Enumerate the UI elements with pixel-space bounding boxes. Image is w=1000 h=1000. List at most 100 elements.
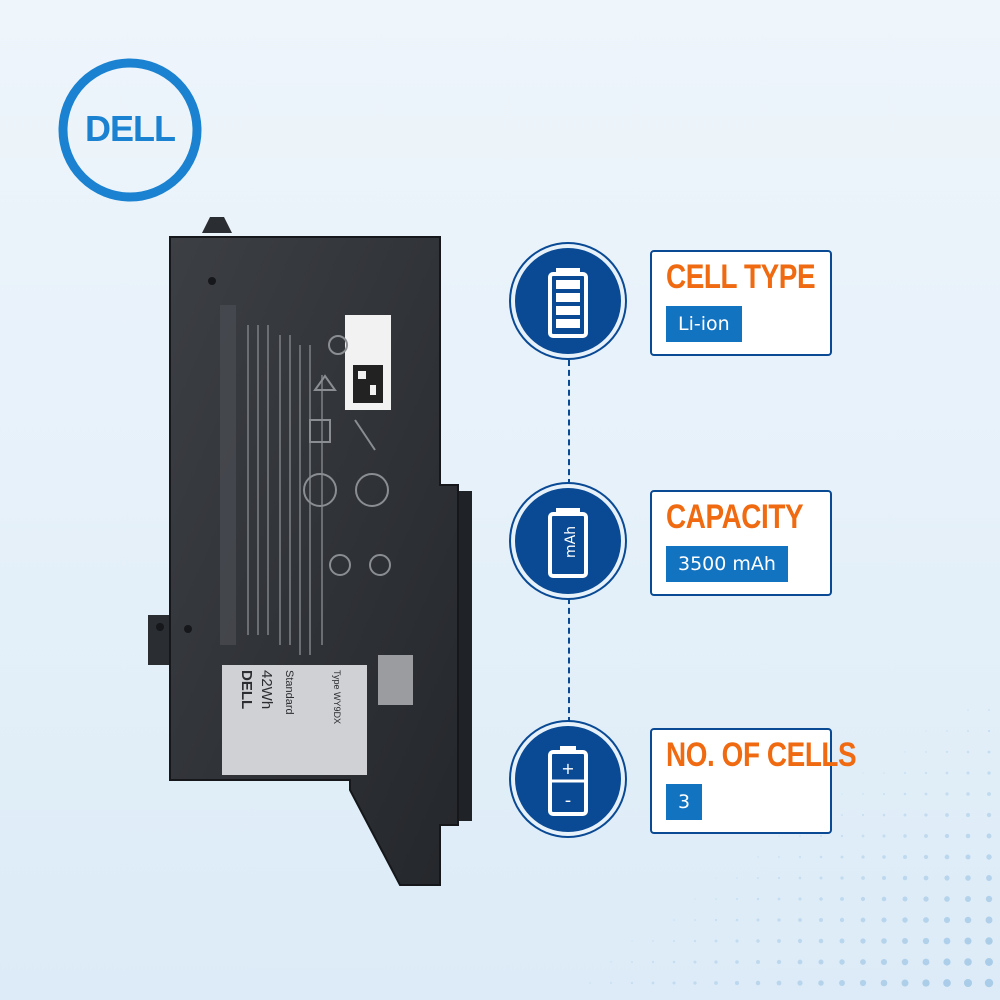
decor-dot bbox=[945, 771, 949, 775]
decor-dot bbox=[924, 813, 928, 817]
decor-dot bbox=[820, 835, 822, 837]
decor-dot bbox=[777, 939, 781, 943]
decor-dot bbox=[922, 958, 930, 966]
decor-dot bbox=[880, 958, 888, 966]
decor-dot bbox=[903, 792, 907, 796]
decor-dot bbox=[924, 834, 928, 838]
decor-dot bbox=[943, 916, 951, 924]
decor-dot bbox=[778, 835, 780, 837]
decor-dot bbox=[841, 793, 843, 795]
battery-label-type: Type WY9DX bbox=[332, 670, 342, 724]
decor-dot bbox=[923, 917, 929, 923]
svg-text:+: + bbox=[561, 759, 574, 778]
cell-type-value: Li-ion bbox=[666, 306, 742, 342]
decor-dot bbox=[985, 937, 993, 945]
decor-dot bbox=[882, 792, 886, 796]
decor-dot bbox=[944, 875, 950, 881]
decor-dot bbox=[714, 918, 718, 922]
decor-dot bbox=[862, 772, 864, 774]
decor-dot bbox=[673, 940, 675, 942]
decor-dot bbox=[882, 834, 886, 838]
capacity-icon-badge: mAh bbox=[515, 488, 621, 594]
decor-dot bbox=[778, 856, 780, 858]
decor-dot bbox=[882, 813, 886, 817]
decor-dot bbox=[944, 896, 950, 902]
battery-mah-icon: mAh bbox=[548, 508, 588, 578]
decor-dot bbox=[987, 729, 991, 733]
decor-dot bbox=[966, 792, 970, 796]
decor-dot bbox=[839, 959, 845, 965]
decor-dot bbox=[963, 978, 973, 988]
decor-dot bbox=[735, 918, 739, 922]
decor-dot bbox=[652, 940, 654, 942]
decor-dot bbox=[860, 917, 866, 923]
decor-dot bbox=[693, 939, 697, 943]
decor-dot bbox=[925, 730, 927, 732]
cell-type-icon-badge bbox=[515, 248, 621, 354]
cells-title: NO. OF CELLS bbox=[666, 736, 857, 774]
cells-icon-badge: + - bbox=[515, 726, 621, 832]
decor-dot bbox=[880, 979, 888, 987]
connector-line-1 bbox=[568, 360, 570, 485]
capacity-value: 3500 mAh bbox=[666, 546, 788, 582]
decor-dot bbox=[881, 938, 887, 944]
decor-dot bbox=[672, 960, 676, 964]
decor-dot bbox=[924, 771, 928, 775]
decor-dot bbox=[967, 709, 969, 711]
decor-dot bbox=[610, 961, 612, 963]
decor-dot bbox=[881, 875, 887, 881]
decor-dot bbox=[861, 855, 865, 859]
decor-dot bbox=[987, 792, 991, 796]
decor-dot bbox=[839, 980, 845, 986]
cells-value: 3 bbox=[666, 784, 703, 820]
decor-dot bbox=[756, 897, 760, 901]
decor-dot bbox=[987, 750, 991, 754]
decor-dot bbox=[819, 897, 823, 901]
decor-dot bbox=[651, 960, 655, 964]
decor-dot bbox=[673, 919, 675, 921]
decor-dot bbox=[923, 896, 929, 902]
decor-dot bbox=[903, 855, 907, 859]
decor-dot bbox=[945, 792, 949, 796]
decor-dot bbox=[839, 938, 845, 944]
decor-dot bbox=[610, 982, 612, 984]
decor-dot bbox=[819, 876, 823, 880]
decor-dot bbox=[860, 938, 866, 944]
decor-dot bbox=[861, 813, 865, 817]
decor-dot bbox=[757, 856, 759, 858]
decor-dot bbox=[986, 854, 992, 860]
cell-type-title: CELL TYPE bbox=[666, 258, 816, 296]
decor-dot bbox=[986, 833, 992, 839]
decor-dot bbox=[776, 959, 782, 965]
decor-dot bbox=[883, 772, 885, 774]
decor-dot bbox=[840, 855, 844, 859]
decor-dot bbox=[798, 855, 802, 859]
decor-dot bbox=[966, 771, 970, 775]
decor-dot bbox=[964, 895, 972, 903]
decor-dot bbox=[672, 981, 676, 985]
decor-dot bbox=[985, 958, 993, 966]
decor-dot bbox=[943, 979, 951, 987]
decor-dot bbox=[985, 895, 993, 903]
decor-dot bbox=[966, 750, 970, 754]
capacity-card: CAPACITY 3500 mAh bbox=[650, 490, 832, 596]
decor-dot bbox=[818, 917, 824, 923]
decor-dot bbox=[715, 877, 717, 879]
decor-dot bbox=[985, 916, 993, 924]
decor-dot bbox=[944, 833, 950, 839]
decor-dot bbox=[799, 835, 801, 837]
decor-dot bbox=[903, 834, 907, 838]
decor-dot bbox=[922, 979, 930, 987]
decor-dot bbox=[630, 981, 634, 985]
decor-dot bbox=[693, 960, 697, 964]
decor-dot bbox=[777, 876, 781, 880]
decor-dot bbox=[861, 876, 865, 880]
svg-text:mAh: mAh bbox=[563, 526, 579, 558]
connector-line-2 bbox=[568, 598, 570, 723]
decor-dot bbox=[714, 981, 718, 985]
decor-dot bbox=[734, 980, 740, 986]
decor-dot bbox=[902, 875, 908, 881]
decor-dot bbox=[882, 855, 886, 859]
decor-dot bbox=[735, 939, 739, 943]
decor-dot bbox=[862, 793, 864, 795]
